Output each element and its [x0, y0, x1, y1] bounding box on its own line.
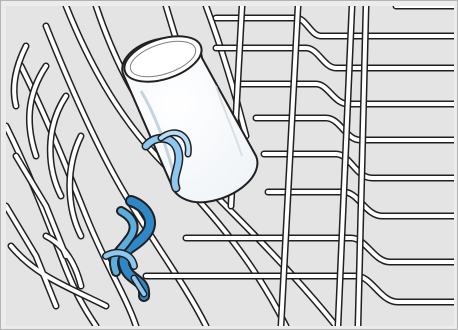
- dishwasher-rack-illustration: [6, 6, 454, 326]
- rack-left-wall: [6, 42, 110, 310]
- holder-upper-clip: [141, 129, 192, 193]
- rack-horizontal-rungs: [142, 6, 454, 306]
- illustration-canvas: [6, 6, 454, 326]
- glass: [121, 35, 259, 204]
- blue-holder: [102, 195, 156, 302]
